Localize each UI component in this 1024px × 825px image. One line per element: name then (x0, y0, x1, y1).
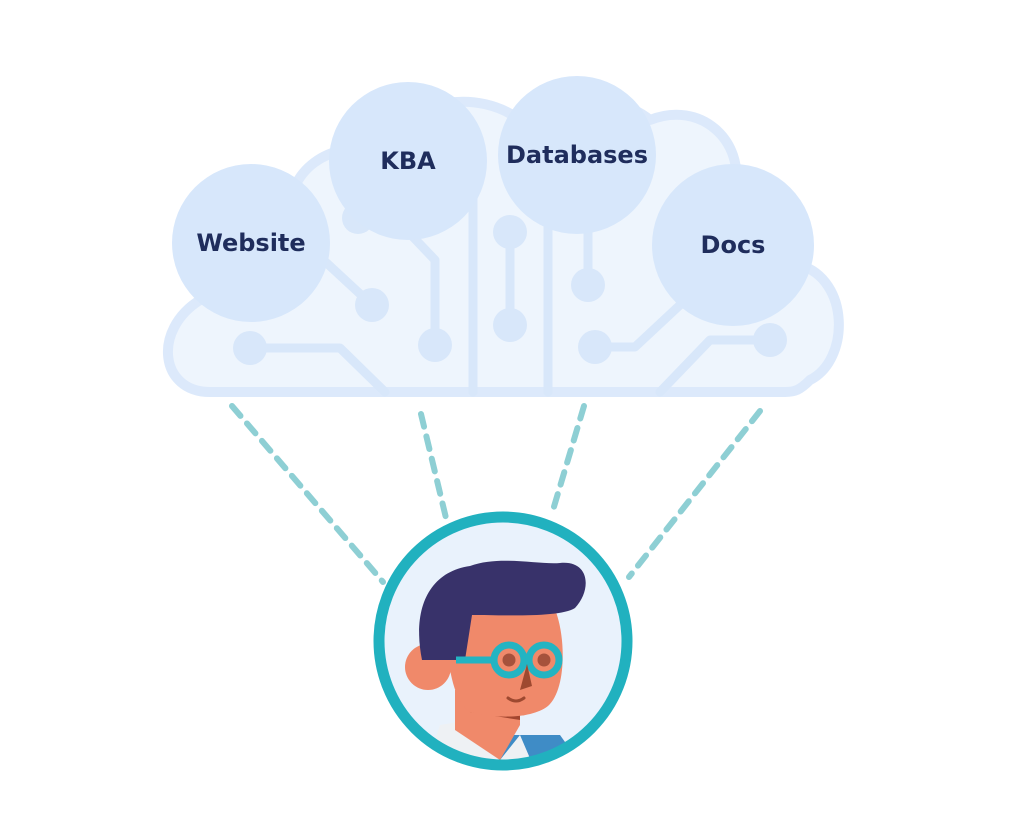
avatar-nose (520, 664, 532, 690)
kba-label: KBA (380, 147, 436, 175)
source-nodes: Website KBA Databases Docs (172, 76, 814, 326)
website-label: Website (196, 229, 305, 257)
user-with-glasses-avatar (373, 511, 633, 771)
kba-source-node: KBA (329, 82, 487, 240)
avatar-smile (506, 696, 526, 703)
avatar-right-eye (537, 653, 551, 667)
docs-label: Docs (701, 231, 766, 259)
website-bubble (172, 164, 330, 322)
connectors (229, 403, 763, 585)
databases-bubble (498, 76, 656, 234)
website-connector (229, 403, 386, 585)
docs-source-node: Docs (652, 164, 814, 326)
circuit-pad (493, 308, 527, 342)
avatar-left-eye (502, 653, 516, 667)
avatar-ring (373, 511, 633, 771)
circuit-pad (753, 323, 787, 357)
circuit-pads (233, 202, 787, 365)
databases-source-node: Databases (498, 76, 656, 234)
databases-label: Databases (506, 141, 648, 169)
circuit-trace (655, 335, 775, 397)
avatar-hair (419, 560, 586, 660)
docs-bubble (652, 164, 814, 326)
circuit-pad (355, 288, 389, 322)
docs-connector (626, 408, 763, 580)
avatar-figure (405, 560, 586, 765)
databases-connector (550, 403, 587, 513)
circuit-pad (578, 330, 612, 364)
kba-bubble (329, 82, 487, 240)
kba-connector (418, 411, 449, 521)
circuit-pad (571, 268, 605, 302)
circuit-pad (418, 328, 452, 362)
circuit-pad (493, 215, 527, 249)
circuit-pad (233, 331, 267, 365)
circuit-trace (245, 343, 390, 397)
website-source-node: Website (172, 164, 330, 322)
avatar-glasses (456, 641, 563, 679)
